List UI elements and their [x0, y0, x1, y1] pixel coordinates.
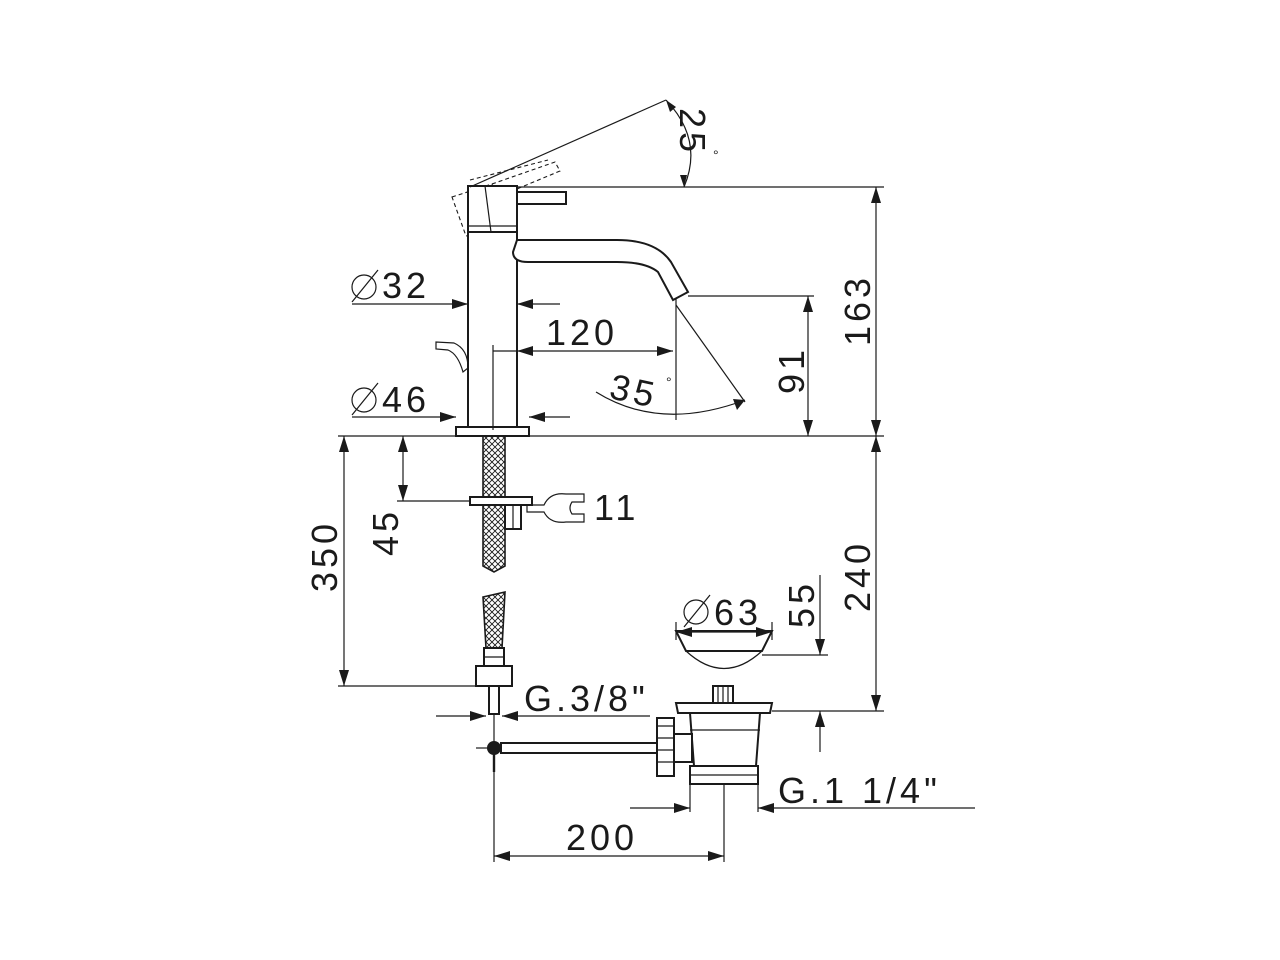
degree-symbol: ° [713, 147, 719, 163]
height-55-label: 55 [781, 580, 822, 628]
height-163-label: 163 [837, 274, 878, 346]
height-91-label: 91 [771, 346, 812, 394]
diameter-32-symbol [351, 269, 379, 303]
angle-25-label: 25 [672, 108, 713, 156]
diameter-46-label: 46 [382, 379, 430, 420]
angle-35-label: 35 [606, 366, 662, 416]
thread-g114-label: G.1 1/4" [778, 770, 941, 811]
waste-valve [656, 630, 774, 785]
height-240-label: 240 [837, 540, 878, 612]
popup-rod-knob [435, 341, 469, 374]
spout [511, 239, 690, 302]
reach-120-label: 120 [546, 312, 618, 353]
diameter-46-symbol [351, 382, 379, 416]
degree-symbol: ° [666, 374, 672, 390]
popup-rod [476, 741, 658, 772]
depth-45-label: 45 [365, 508, 406, 556]
wrench-icon [526, 493, 585, 523]
length-350-label: 350 [304, 520, 345, 592]
faucet [435, 159, 690, 437]
lever-handle [516, 191, 567, 205]
thread-g38-label: G.3/8" [524, 678, 649, 719]
diameter-63-symbol [683, 594, 711, 628]
diameter-63-label: 63 [714, 592, 762, 633]
diameter-32-label: 32 [382, 265, 430, 306]
distance-200-label: 200 [566, 817, 638, 858]
supply-hose [469, 435, 533, 760]
dimension-lines [338, 99, 975, 862]
handle-cap [467, 185, 518, 233]
wrench-11-label: 11 [594, 487, 639, 528]
